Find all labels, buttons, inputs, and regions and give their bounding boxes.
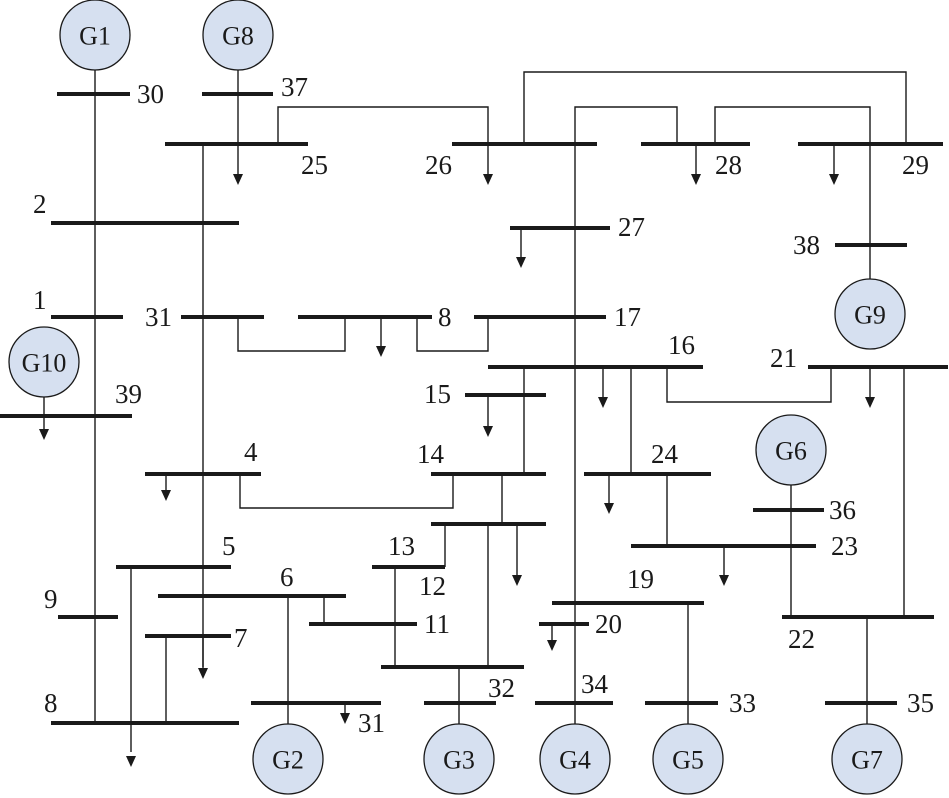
label-bus-28: 28 bbox=[715, 150, 742, 180]
label-bus-14: 14 bbox=[417, 439, 445, 469]
label-bus-31-lower: 31 bbox=[358, 708, 385, 738]
generator-g5: G5 bbox=[652, 723, 724, 795]
label-bus-35: 35 bbox=[907, 688, 934, 718]
label-bus-13: 13 bbox=[388, 531, 415, 561]
loads bbox=[39, 144, 875, 767]
label-bus-16: 16 bbox=[668, 330, 695, 360]
label-bus-29: 29 bbox=[902, 150, 929, 180]
label-bus-4: 4 bbox=[244, 437, 258, 467]
generator-g1-label: G1 bbox=[79, 22, 111, 51]
label-bus-2: 2 bbox=[33, 189, 47, 219]
load-31 bbox=[340, 703, 350, 724]
generator-g10-label: G10 bbox=[22, 349, 67, 378]
generator-g9: G9 bbox=[834, 278, 906, 350]
generator-g2-label: G2 bbox=[272, 746, 304, 775]
bus-labels: 30 37 25 26 28 29 2 27 38 1 31 8 17 16 2… bbox=[33, 72, 934, 738]
generator-g10: G10 bbox=[8, 326, 80, 398]
load-26 bbox=[483, 144, 493, 185]
label-bus-22: 22 bbox=[788, 624, 815, 654]
load-39 bbox=[39, 416, 49, 440]
generator-g7-label: G7 bbox=[851, 746, 883, 775]
generator-g5-label: G5 bbox=[672, 746, 704, 775]
load-15 bbox=[483, 395, 493, 437]
label-bus-17: 17 bbox=[614, 302, 641, 332]
generator-g8: G8 bbox=[202, 0, 274, 71]
load-24 bbox=[604, 474, 614, 514]
load-28 bbox=[691, 144, 701, 185]
label-bus-25: 25 bbox=[301, 150, 328, 180]
label-bus-11: 11 bbox=[424, 609, 450, 639]
load-4 bbox=[161, 474, 171, 501]
generator-g9-label: G9 bbox=[854, 301, 886, 330]
generator-g4-label: G4 bbox=[559, 746, 591, 775]
label-bus-38: 38 bbox=[793, 230, 820, 260]
label-bus-23: 23 bbox=[831, 531, 858, 561]
label-bus-12: 12 bbox=[419, 571, 446, 601]
generator-g6: G6 bbox=[755, 414, 827, 486]
line-26-28 bbox=[574, 106, 678, 144]
load-16 bbox=[598, 367, 608, 408]
generator-g8-label: G8 bbox=[222, 22, 254, 51]
load-29 bbox=[829, 144, 839, 185]
label-bus-6: 6 bbox=[280, 562, 294, 592]
label-bus-27: 27 bbox=[618, 212, 645, 242]
generator-g6-label: G6 bbox=[775, 437, 807, 466]
generator-g1: G1 bbox=[59, 0, 131, 71]
line-4-14 bbox=[239, 474, 454, 509]
line-25-26 bbox=[277, 106, 489, 144]
label-bus-5: 5 bbox=[222, 531, 236, 561]
label-bus-24: 24 bbox=[651, 439, 679, 469]
label-bus-39: 39 bbox=[115, 379, 142, 409]
label-bus-9: 9 bbox=[44, 584, 58, 614]
generator-g2: G2 bbox=[252, 723, 324, 795]
line-26-29 bbox=[523, 71, 907, 144]
label-bus-20: 20 bbox=[595, 609, 622, 639]
load-27 bbox=[516, 228, 526, 268]
line-8-17 bbox=[416, 317, 489, 352]
label-bus-36: 36 bbox=[829, 495, 856, 525]
generator-g7: G7 bbox=[831, 723, 903, 795]
generator-g3: G3 bbox=[423, 723, 495, 795]
label-bus-34: 34 bbox=[581, 669, 609, 699]
label-bus-19: 19 bbox=[627, 564, 654, 594]
label-bus-7: 7 bbox=[234, 623, 248, 653]
line-28-29 bbox=[714, 106, 871, 144]
generator-g4: G4 bbox=[539, 723, 611, 795]
label-bus-30: 30 bbox=[137, 79, 164, 109]
label-bus-26: 26 bbox=[425, 150, 452, 180]
label-bus-15: 15 bbox=[424, 379, 451, 409]
label-bus-1: 1 bbox=[33, 285, 47, 315]
transmission-lines bbox=[43, 58, 907, 752]
label-bus-8-lower: 8 bbox=[44, 688, 58, 718]
label-bus-32: 32 bbox=[488, 673, 515, 703]
label-bus-21: 21 bbox=[770, 343, 797, 373]
load-20 bbox=[547, 624, 557, 651]
generator-g3-label: G3 bbox=[443, 746, 475, 775]
line-16-21 bbox=[666, 367, 832, 403]
label-bus-8-upper: 8 bbox=[438, 302, 452, 332]
line-31-8 bbox=[237, 317, 346, 352]
load-23 bbox=[719, 546, 729, 586]
label-bus-31-upper: 31 bbox=[145, 302, 172, 332]
generators: G1 G8 G10 G9 G6 G2 G3 G4 bbox=[8, 0, 906, 795]
load-5 bbox=[126, 756, 136, 767]
load-21 bbox=[865, 367, 875, 408]
load-8 bbox=[376, 317, 386, 357]
label-bus-37: 37 bbox=[281, 72, 308, 102]
load-13 bbox=[512, 524, 522, 586]
label-bus-33: 33 bbox=[729, 688, 756, 718]
load-25 bbox=[233, 144, 243, 185]
load-7 bbox=[198, 636, 208, 679]
